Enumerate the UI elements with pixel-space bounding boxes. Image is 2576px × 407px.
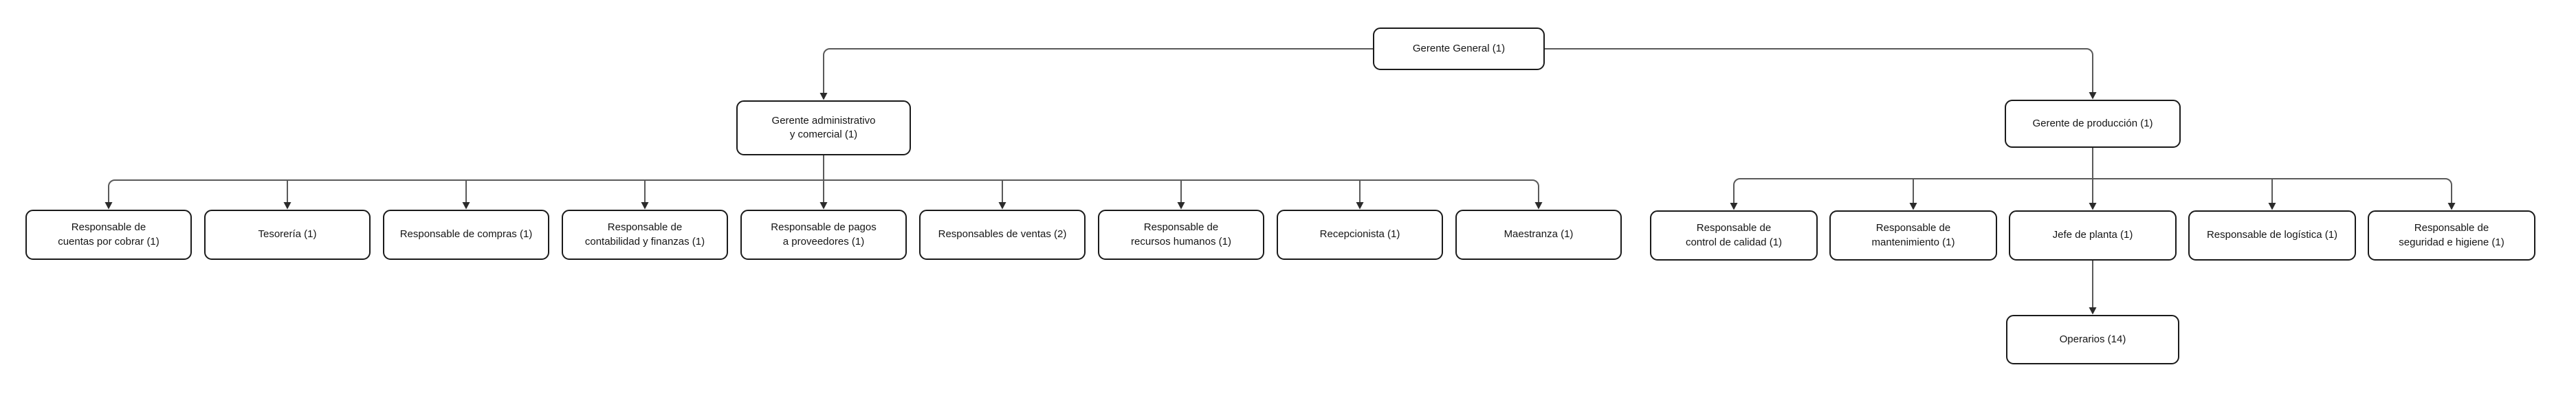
org-node-label: Operarios (14) [2059, 333, 2126, 345]
org-node-gerente-general[interactable]: Gerente General (1) [1373, 28, 1545, 70]
org-node-pagos[interactable]: Responsable de pagos a proveedores (1) [740, 210, 907, 260]
org-node-label: Responsable de cuentas por cobrar (1) [58, 221, 159, 248]
org-node-jefe-planta[interactable]: Jefe de planta (1) [2009, 210, 2177, 261]
org-node-label: Maestranza (1) [1504, 228, 1574, 241]
org-node-maestranza[interactable]: Maestranza (1) [1455, 210, 1622, 260]
org-node-label: Responsable de seguridad e higiene (1) [2399, 222, 2505, 248]
org-node-label: Jefe de planta (1) [2052, 229, 2133, 241]
org-node-recepcionista[interactable]: Recepcionista (1) [1277, 210, 1443, 260]
org-node-label: Responsables de ventas (2) [938, 228, 1067, 241]
org-node-operarios[interactable]: Operarios (14) [2006, 315, 2179, 364]
org-node-gerente-produccion[interactable]: Gerente de producción (1) [2005, 100, 2181, 148]
org-node-label: Gerente General (1) [1412, 42, 1506, 54]
org-node-label: Responsable de logística (1) [2206, 229, 2338, 241]
org-node-rrhh[interactable]: Responsable de recursos humanos (1) [1098, 210, 1264, 260]
org-node-control-calidad[interactable]: Responsable de control de calidad (1) [1650, 210, 1818, 261]
org-node-contabilidad[interactable]: Responsable de contabilidad y finanzas (… [562, 210, 728, 260]
org-node-label: Responsable de contabilidad y finanzas (… [584, 221, 705, 248]
org-node-compras[interactable]: Responsable de compras (1) [383, 210, 549, 260]
org-node-label: Recepcionista (1) [1319, 228, 1400, 241]
org-node-gerente-admin[interactable]: Gerente administrativo y comercial (1) [736, 100, 911, 155]
org-node-logistica[interactable]: Responsable de logística (1) [2188, 210, 2356, 261]
org-node-label: Gerente administrativo y comercial (1) [771, 114, 876, 140]
org-node-cuentas-cobrar[interactable]: Responsable de cuentas por cobrar (1) [25, 210, 192, 260]
org-node-seguridad[interactable]: Responsable de seguridad e higiene (1) [2368, 210, 2535, 261]
org-node-label: Gerente de producción (1) [2032, 117, 2153, 129]
org-node-ventas[interactable]: Responsables de ventas (2) [919, 210, 1086, 260]
org-node-label: Responsable de mantenimiento (1) [1871, 222, 1955, 248]
org-node-label: Responsable de compras (1) [399, 228, 533, 241]
org-node-mantenimiento[interactable]: Responsable de mantenimiento (1) [1829, 210, 1997, 261]
org-node-tesoreria[interactable]: Tesorería (1) [204, 210, 371, 260]
org-node-label: Responsable de pagos a proveedores (1) [771, 221, 877, 248]
org-node-label: Tesorería (1) [258, 228, 317, 241]
org-node-label: Responsable de control de calidad (1) [1685, 222, 1783, 248]
org-node-label: Responsable de recursos humanos (1) [1131, 221, 1231, 248]
